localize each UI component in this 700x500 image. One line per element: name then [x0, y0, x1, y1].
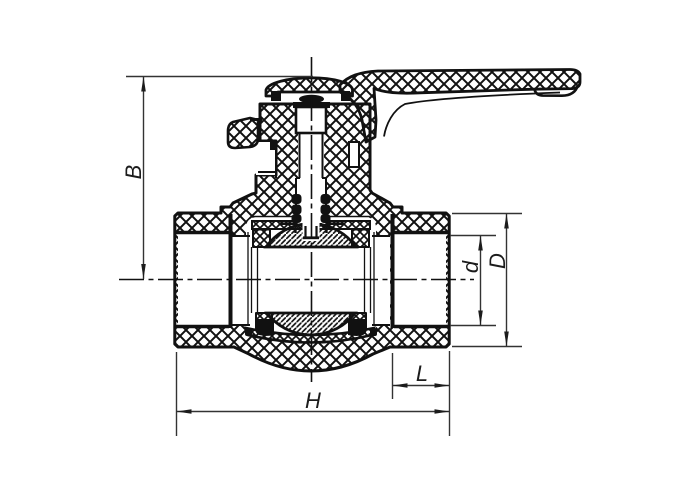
svg-text:H: H — [305, 388, 321, 413]
svg-text:d: d — [458, 260, 483, 273]
svg-text:B: B — [121, 165, 146, 180]
svg-text:D: D — [485, 253, 510, 269]
svg-text:L: L — [416, 361, 428, 386]
